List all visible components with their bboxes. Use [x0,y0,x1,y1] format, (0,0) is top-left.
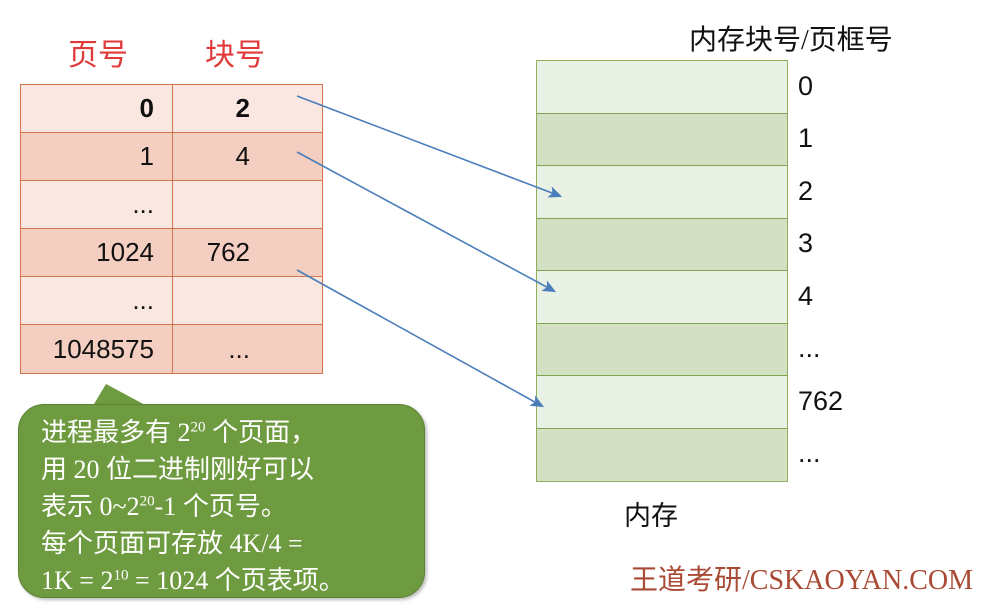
callout-line-pre: 1K = 2 [41,566,114,595]
callout-line: 1K = 210 = 1024 个页表项。 [41,562,408,599]
table-row: ... [21,277,322,325]
callout-line-post: -1 个页号。 [154,492,287,521]
arrow-page1024-to-block762 [296,269,545,408]
memory-block-label: ... [798,438,821,469]
page-number-header: 页号 [68,39,128,72]
cell-page-number: 1 [21,133,173,180]
callout-line-sup: 10 [113,567,129,584]
callout-line: 表示 0~220-1 个页号。 [41,488,408,525]
table-row: 1 4 [21,133,322,181]
table-row: 0 2 [21,85,322,133]
block-number-header: 块号 [205,39,265,72]
arrow-page0-to-block2 [296,95,563,198]
memory-block [537,376,787,429]
memory-block-label: 762 [798,385,844,416]
memory-block-labels: 0 1 2 3 4 ... 762 ... [798,60,908,480]
cell-page-number: 1024 [21,229,173,276]
memory-block-label: 0 [798,70,814,101]
table-row: 1048575 ... [21,325,322,373]
cell-page-number: 0 [21,85,173,132]
memory-block [537,271,787,324]
callout-line-pre: 表示 0~2 [41,492,140,521]
table-row: 1024 762 [21,229,322,277]
memory-block [537,428,787,481]
callout-line-pre: 用 20 位二进制刚好可以 [41,455,315,484]
cell-block-number: 2 [235,93,250,123]
page-table: 0 2 1 4 ... 1024 762 ... 1048575 ... [20,84,323,374]
callout-line-pre: 进程最多有 2 [41,418,191,447]
memory-block [537,323,787,376]
cell-page-number: 1048575 [21,325,173,373]
callout-line: 用 20 位二进制刚好可以 [41,451,408,488]
memory-blocks [536,60,788,482]
cell-block-number: 762 [206,237,250,267]
memory-block-label: 4 [798,280,814,311]
explanation-callout: 进程最多有 220 个页面， 用 20 位二进制刚好可以 表示 0~220-1 … [18,404,425,598]
cell-block-number [173,277,322,324]
cell-block-number: ... [228,333,250,364]
memory-caption: 内存 [624,501,678,531]
arrow-page1-to-block4 [296,151,557,293]
memory-block-label: 1 [798,123,814,154]
cell-page-number: ... [21,181,173,228]
cell-block-number: 4 [235,141,250,171]
callout-line: 进程最多有 220 个页面， [41,414,408,451]
memory-column-title: 内存块号/页框号 [689,25,893,56]
memory-block [537,113,787,166]
memory-block-label: 2 [798,175,814,206]
memory-block [537,61,787,114]
callout-line-sup: 20 [190,419,206,436]
callout-line-sup: 20 [139,493,155,510]
memory-block-label: ... [798,333,821,364]
cell-block-number [173,181,322,228]
callout-line-pre: 每个页面可存放 4K/4 = [41,529,303,558]
cell-page-number: ... [21,277,173,324]
memory-block [537,218,787,271]
table-row: ... [21,181,322,229]
memory-block [537,166,787,219]
callout-line-post: 个页面， [205,418,317,447]
callout-line: 每个页面可存放 4K/4 = [41,525,408,562]
watermark: 王道考研/CSKAOYAN.COM [630,565,974,596]
callout-line-post: = 1024 个页表项。 [128,566,345,595]
memory-block-label: 3 [798,228,814,259]
